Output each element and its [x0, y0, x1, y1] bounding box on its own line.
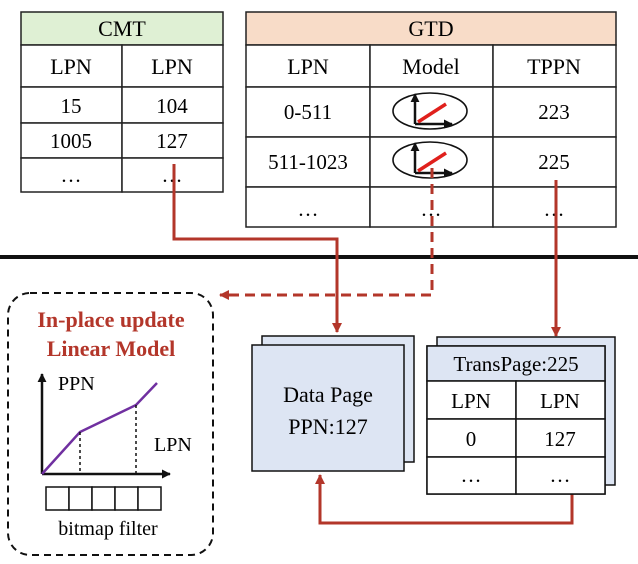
trans-cell: 0	[466, 427, 477, 451]
data-page-stack: Data Page PPN:127	[251, 335, 415, 472]
bitmap-filter-cells	[45, 486, 162, 511]
cmt-cell: 1005	[50, 129, 92, 153]
cmt-table: CMT LPN LPN 15 104 1005 127 … …	[20, 11, 224, 193]
y-axis-label: PPN	[58, 373, 95, 395]
cmt-header-lpn-2: LPN	[151, 54, 193, 79]
gtd-title: GTD	[408, 16, 453, 41]
cmt-cell: …	[61, 163, 82, 187]
gtd-title-cell	[245, 11, 617, 46]
gtd-table: GTD LPN Model TPPN 0-511 223 511-1023 22…	[245, 11, 617, 228]
cmt-cell: 127	[156, 129, 188, 153]
x-axis-label: LPN	[154, 434, 192, 456]
linear-model-icon	[392, 92, 468, 130]
gtd-cell: …	[298, 197, 319, 221]
cmt-cell: …	[162, 163, 183, 187]
data-page-label: Data Page	[283, 382, 373, 407]
arrows	[172, 164, 574, 525]
cmt-title: CMT	[98, 16, 146, 41]
gtd-cell: 225	[538, 150, 570, 174]
inplace-update-box: In-place update Linear Model PPN LPN bit…	[7, 292, 214, 556]
update-title-line2: Linear Model	[47, 336, 176, 361]
cmt-cell: 15	[61, 94, 82, 118]
gtd-header-tppn: TPPN	[527, 54, 581, 79]
trans-header-lpn-1: LPN	[451, 389, 491, 413]
gtd-header-model: Model	[402, 54, 459, 79]
data-page	[251, 344, 405, 472]
trans-cell: 127	[544, 427, 576, 451]
cmt-header-lpn-1: LPN	[50, 54, 92, 79]
gtd-cell: …	[544, 197, 565, 221]
bitmap-filter-label: bitmap filter	[58, 518, 158, 540]
update-title-line1: In-place update	[37, 307, 185, 332]
gtd-header-lpn: LPN	[287, 54, 329, 79]
gtd-cell: 0-511	[284, 100, 332, 124]
cmt-title-cell	[20, 11, 224, 46]
linear-model-icon	[392, 141, 468, 179]
trans-cell: …	[550, 463, 571, 487]
model-line	[41, 382, 158, 475]
trans-cell: …	[461, 463, 482, 487]
cmt-to-datapage-arrow	[172, 164, 342, 333]
gtd-cell: 223	[538, 100, 570, 124]
transpage-to-datapage-arrow	[315, 474, 574, 525]
trans-page-title: TransPage:225	[453, 352, 578, 376]
trans-header-lpn-2: LPN	[540, 389, 580, 413]
gtd-cell: 511-1023	[268, 150, 348, 174]
cmt-cell: 104	[156, 94, 188, 118]
trans-page-stack: TransPage:225 LPN LPN 0 127 … …	[426, 336, 616, 495]
data-page-ppn: PPN:127	[288, 414, 367, 439]
